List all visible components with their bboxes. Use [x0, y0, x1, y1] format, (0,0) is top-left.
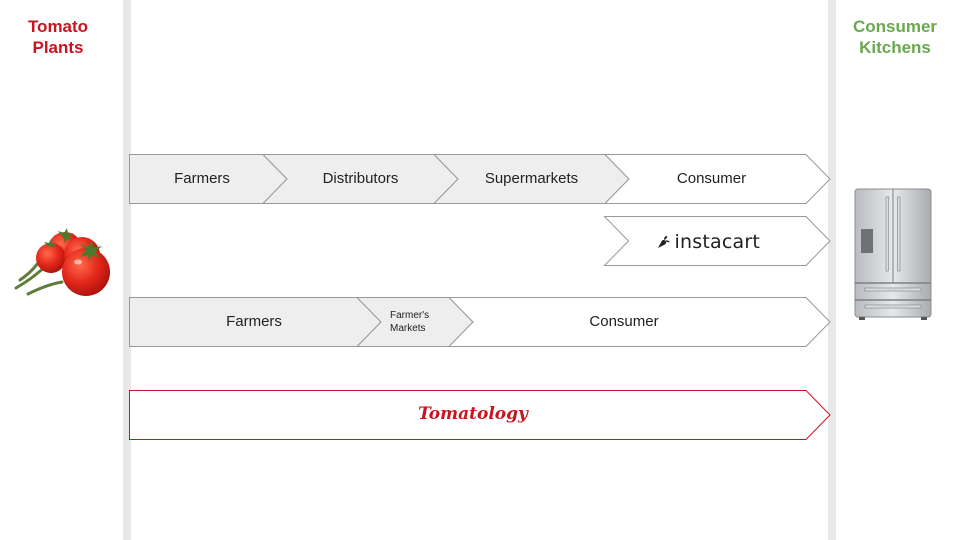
refrigerator-icon	[854, 188, 932, 320]
label-supermarkets: Supermarkets	[484, 170, 579, 187]
carrot-icon	[657, 236, 670, 248]
label-farmers-markets-line1: Farmer's	[390, 310, 430, 321]
chevron-consumer-2	[447, 297, 831, 347]
tomato-plants-title: Tomato Plants	[8, 16, 108, 58]
instacart-logo: instacart	[650, 221, 760, 263]
label-distributors: Distributors	[322, 170, 399, 187]
consumer-kitchens-title-line2: Kitchens	[859, 38, 931, 57]
label-consumer-1: Consumer	[676, 170, 747, 187]
label-consumer-2: Consumer	[589, 313, 659, 330]
chevron-tomatology	[129, 390, 831, 440]
tomato-plants-title-line1: Tomato	[27, 17, 89, 36]
right-divider	[828, 0, 836, 540]
consumer-kitchens-title-line1: Consumer	[852, 17, 938, 36]
left-divider	[123, 0, 131, 540]
chevron-consumer-1	[603, 154, 831, 204]
label-farmers-markets: Farmer's Markets	[390, 309, 429, 335]
tomato-plants-title-line2: Plants	[32, 38, 84, 57]
instacart-wordmark: instacart	[674, 231, 760, 253]
tomatology-brand: Tomatology	[418, 404, 528, 424]
tomato-icon	[14, 228, 110, 296]
label-farmers-2: Farmers	[226, 313, 282, 330]
label-farmers: Farmers	[174, 170, 230, 187]
label-farmers-markets-line2: Markets	[390, 323, 426, 334]
consumer-kitchens-title: Consumer Kitchens	[840, 16, 950, 58]
